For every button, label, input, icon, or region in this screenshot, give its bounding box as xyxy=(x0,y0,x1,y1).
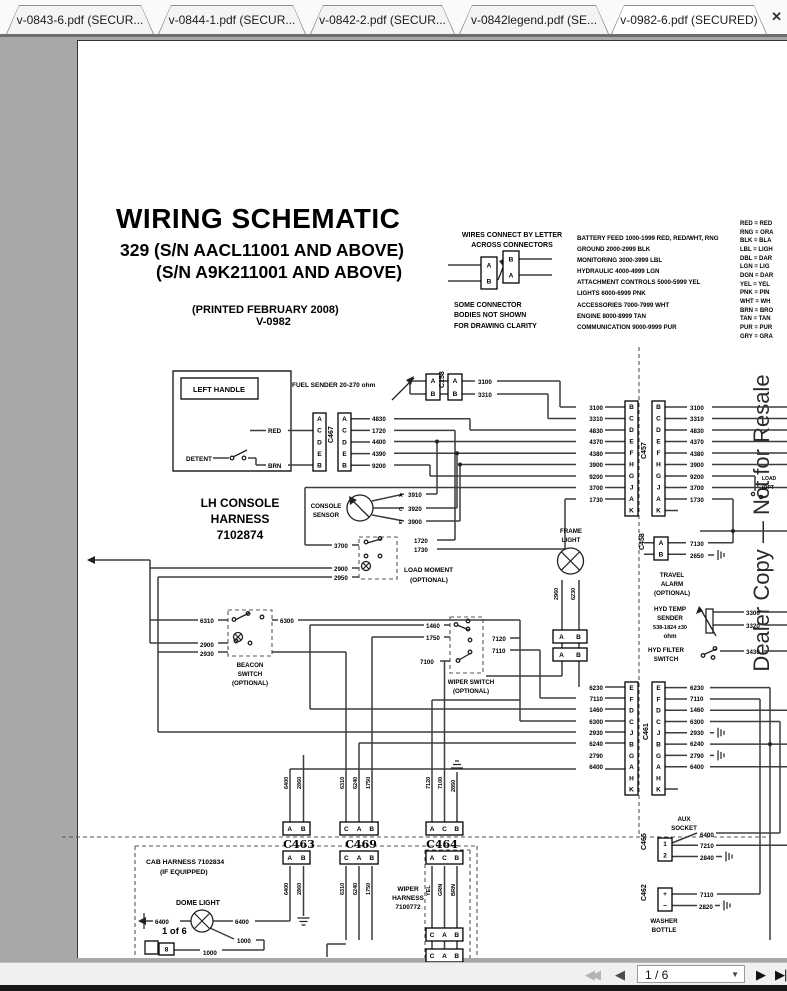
previous-page-button[interactable]: ◀ xyxy=(615,967,625,982)
pdf-viewer-area xyxy=(0,37,787,962)
tab-v0844[interactable]: v-0844-1.pdf (SECUR... xyxy=(158,5,306,34)
tab-v0842[interactable]: v-0842-2.pdf (SECUR... xyxy=(310,5,455,34)
tab-v0843[interactable]: v-0843-6.pdf (SECUR... xyxy=(6,5,154,34)
tab-v0982-active[interactable]: v-0982-6.pdf (SECURED) xyxy=(611,5,767,34)
tab-label: v-0844-1.pdf (SECUR... xyxy=(168,13,296,27)
close-icon[interactable]: ✕ xyxy=(771,9,782,24)
chevron-down-icon: ▼ xyxy=(731,970,739,979)
page-indicator: 1 / 6 xyxy=(645,968,669,982)
page-number-dropdown[interactable]: 1 / 6 ▼ xyxy=(637,965,745,983)
tab-label: v-0982-6.pdf (SECURED) xyxy=(620,13,758,27)
tab-label: v-0842legend.pdf (SE... xyxy=(470,13,598,27)
tab-v0842legend[interactable]: v-0842legend.pdf (SE... xyxy=(459,5,609,34)
tab-bar: v-0843-6.pdf (SECUR... v-0844-1.pdf (SEC… xyxy=(0,0,787,34)
bottom-strip xyxy=(0,985,787,991)
next-page-button[interactable]: ▶ xyxy=(756,967,766,982)
pdf-page xyxy=(77,40,787,958)
tab-label: v-0843-6.pdf (SECUR... xyxy=(16,13,144,27)
tabstrip-divider xyxy=(0,34,787,37)
first-page-button[interactable]: ◀◀ xyxy=(585,967,601,982)
page-nav-toolbar: ◀◀ ◀ 1 / 6 ▼ ▶ ▶| xyxy=(0,962,787,986)
last-page-button[interactable]: ▶| xyxy=(775,967,787,982)
tab-label: v-0842-2.pdf (SECUR... xyxy=(319,13,446,27)
